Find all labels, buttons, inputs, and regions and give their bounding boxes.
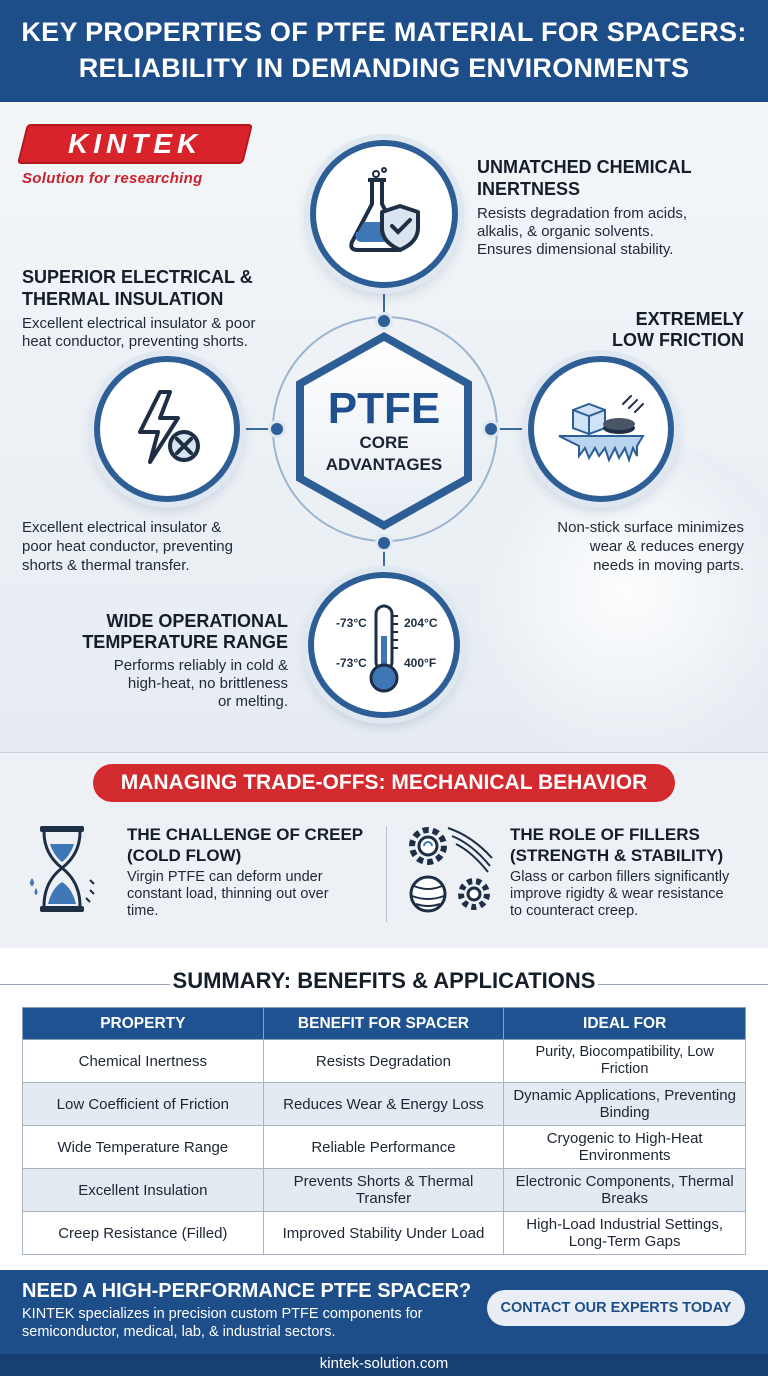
table-header-cell: PROPERTY (22, 1007, 264, 1040)
table-cell: Excellent Insulation (22, 1168, 264, 1212)
fillers-title-1: THE ROLE OF FILLERS (510, 825, 700, 844)
table-cell: Improved Stability Under Load (262, 1211, 505, 1255)
table-row: Low Coefficient of Friction Reduces Wear… (22, 1082, 746, 1126)
table-row: Creep Resistance (Filled) Improved Stabi… (22, 1211, 746, 1255)
connector-dot-left (268, 420, 286, 438)
temperature-range-circle: -73°C -73°C 204°C 400°F (308, 572, 460, 718)
table-cell: Resists Degradation (262, 1039, 505, 1083)
electrical-text-1: Excellent electrical insulator & poor (22, 315, 256, 332)
electrical-lower-text-2: poor heat conductor, preventing (22, 538, 233, 555)
creep-title-1: THE CHALLENGE OF CREEP (127, 825, 364, 844)
connector-left (236, 428, 278, 430)
table-header-cell: IDEAL FOR (503, 1007, 746, 1040)
low-friction-circle (528, 356, 674, 502)
page-header: KEY PROPERTIES OF PTFE MATERIAL FOR SPAC… (0, 0, 768, 102)
table-cell: Chemical Inertness (22, 1039, 264, 1083)
flask-shield-icon (349, 167, 420, 252)
temp-label-hot-f: 400°F (404, 656, 437, 670)
table-row: Wide Temperature Range Reliable Performa… (22, 1125, 746, 1169)
creep-title-2: (COLD FLOW) (127, 846, 242, 865)
electrical-text-2: heat conductor, preventing shorts. (22, 333, 248, 350)
summary-table: PROPERTY BENEFIT FOR SPACER IDEAL FOR Ch… (22, 1007, 746, 1255)
summary-rule-right (598, 984, 768, 985)
table-row: Excellent Insulation Prevents Shorts & T… (22, 1168, 746, 1212)
tradeoffs-divider (386, 826, 387, 922)
kintek-logo: KINTEK Solution for researching (17, 124, 253, 187)
connector-top (383, 280, 385, 322)
lightning-x-icon (138, 390, 200, 464)
temperature-text-1: Performs reliably in cold & (113, 657, 288, 674)
table-cell: Wide Temperature Range (22, 1125, 264, 1169)
gears-fibers-icon (409, 827, 493, 913)
fillers-text-1: Glass or carbon fillers significantly (510, 869, 730, 885)
chemical-text-3: Ensures dimensional stability. (477, 241, 674, 258)
table-cell: Reduces Wear & Energy Loss (262, 1082, 505, 1126)
table-cell: High-Load Industrial Settings, Long-Term… (503, 1211, 746, 1255)
connector-dot-top (375, 312, 393, 330)
electrical-title-2: THERMAL INSULATION (22, 289, 224, 309)
electrical-lower-text-1: Excellent electrical insulator & (22, 519, 222, 536)
electrical-insulation-circle (94, 356, 240, 502)
table-header-row: PROPERTY BENEFIT FOR SPACER IDEAL FOR (22, 1007, 746, 1040)
fillers-title-2: (STRENGTH & STABILITY) (510, 846, 724, 865)
logo-badge: KINTEK (17, 124, 253, 164)
temperature-title-2: TEMPERATURE RANGE (82, 632, 288, 652)
table-cell: Low Coefficient of Friction (22, 1082, 264, 1126)
friction-text-2: wear & reduces energy (589, 538, 744, 555)
table-cell: Prevents Shorts & Thermal Transfer (262, 1168, 505, 1212)
table-cell: Purity, Biocompatibility, Low Friction (503, 1039, 746, 1083)
temp-label-hot-c: 204°C (404, 616, 438, 630)
electrical-title-1: SUPERIOR ELECTRICAL & (22, 267, 253, 287)
friction-title-2: LOW FRICTION (612, 330, 744, 350)
website-link[interactable]: kintek-solution.com (0, 1354, 768, 1376)
summary-rule-left (0, 984, 170, 985)
creep-text-2: constant load, thinning out over (127, 886, 329, 902)
electrical-lower-text-3: shorts & thermal transfer. (22, 557, 190, 574)
logo-name: KINTEK (67, 128, 203, 159)
hourglass-icon (30, 826, 95, 912)
footer-text: KINTEK specializes in precision custom P… (22, 1306, 423, 1340)
temperature-text-2: high-heat, no brittleness (127, 675, 288, 692)
tradeoffs-banner: MANAGING TRADE-OFFS: MECHANICAL BEHAVIOR (93, 764, 675, 802)
core-subtitle-1: CORE (359, 433, 409, 452)
temperature-text-3: or melting. (217, 693, 288, 710)
logo-tagline: Solution for researching (22, 170, 203, 187)
creep-text-3: time. (127, 903, 159, 919)
fillers-text-2: improve rigidty & wear resistance (510, 886, 724, 902)
table-row: Chemical Inertness Resists Degradation P… (22, 1039, 746, 1083)
connector-dot-bottom (375, 534, 393, 552)
temp-label-cold-top: -73°C (336, 616, 367, 630)
chemical-title-1: UNMATCHED CHEMICAL (477, 157, 692, 177)
connector-dot-right (482, 420, 500, 438)
chemical-text-2: alkalis, & organic solvents. (477, 223, 654, 240)
table-header-cell: BENEFIT FOR SPACER (262, 1007, 505, 1040)
temperature-title-1: WIDE OPERATIONAL (106, 611, 288, 631)
table-cell: Reliable Performance (262, 1125, 505, 1169)
chemical-title-2: INERTNESS (477, 179, 581, 199)
footer-title: NEED A HIGH-PERFORMANCE PTFE SPACER? (22, 1280, 472, 1302)
summary-title: SUMMARY: BENEFITS & APPLICATIONS (172, 968, 596, 993)
header-title-line-2: RELIABILITY IN DEMANDING ENVIRONMENTS (78, 53, 690, 83)
temp-label-cold-bottom: -73°C (336, 656, 367, 670)
friction-text-1: Non-stick surface minimizes (557, 519, 744, 536)
core-subtitle-2: ADVANTAGES (325, 455, 443, 474)
chemical-inertness-circle (310, 140, 458, 288)
chemical-text-1: Resists degradation from acids, (477, 205, 688, 222)
fillers-text-3: to counteract creep. (510, 903, 639, 919)
ice-puck-icon (558, 395, 645, 464)
table-cell: Dynamic Applications, Preventing Binding (503, 1082, 746, 1126)
table-cell: Creep Resistance (Filled) (22, 1211, 264, 1255)
connector-right (492, 428, 534, 430)
table-cell: Cryogenic to High-Heat Environments (503, 1125, 746, 1169)
connector-bottom (383, 538, 385, 576)
table-cell: Electronic Components, Thermal Breaks (503, 1168, 746, 1212)
creep-text-1: Virgin PTFE can deform under (127, 869, 323, 885)
friction-text-3: needs in moving parts. (593, 557, 744, 574)
header-title-line-1: KEY PROPERTIES OF PTFE MATERIAL FOR SPAC… (21, 17, 747, 47)
footer-cta-section: NEED A HIGH-PERFORMANCE PTFE SPACER? KIN… (0, 1270, 768, 1354)
thermometer-icon (369, 604, 399, 693)
friction-title-1: EXTREMELY (635, 309, 744, 329)
core-title: PTFE (327, 384, 441, 433)
contact-experts-button[interactable]: CONTACT OUR EXPERTS TODAY (487, 1290, 745, 1326)
